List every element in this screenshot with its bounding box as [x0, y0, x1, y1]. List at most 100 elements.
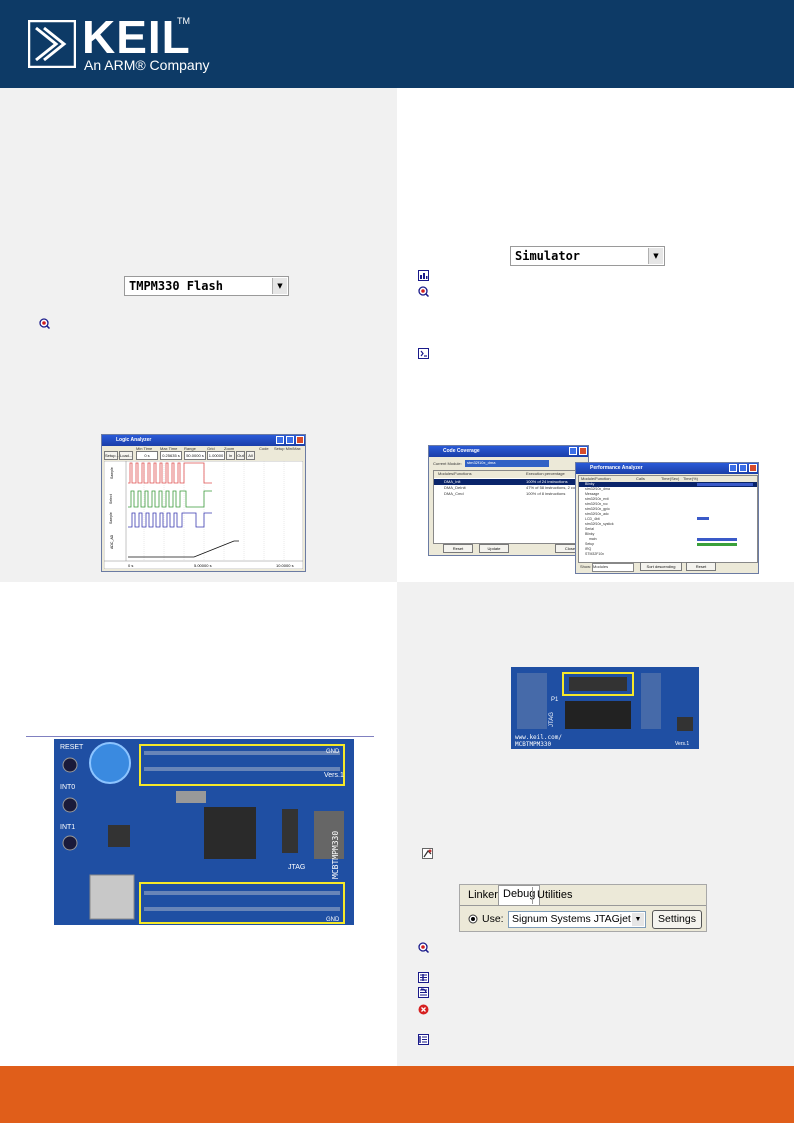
perf-row[interactable]: STM32F10x — [585, 552, 605, 556]
reset-button[interactable]: Reset — [686, 562, 716, 571]
perf-row[interactable]: Serial — [585, 527, 594, 531]
show-select[interactable]: Modules — [592, 563, 634, 572]
debug-session-icon[interactable] — [39, 318, 50, 329]
panel-bottom-right — [397, 582, 794, 1066]
signal-label-2: Select — [109, 494, 113, 504]
step-icon[interactable] — [418, 972, 429, 983]
perf-row[interactable]: main — [589, 537, 597, 541]
row-pct: 100% of 8 instructions — [526, 491, 566, 496]
chevron-down-icon: ▼ — [632, 913, 644, 926]
min-time-value: 0 s — [136, 451, 158, 460]
update-button[interactable]: Update — [479, 544, 509, 553]
tab-divider — [460, 905, 706, 906]
perf-row[interactable]: Blinky — [585, 532, 595, 536]
table-row[interactable]: DMA_DeInit 47% of 58 instructions, 2 con… — [434, 485, 586, 491]
help-icon[interactable] — [569, 447, 577, 455]
range-value: 50.0000 s — [184, 451, 206, 460]
perf-row[interactable]: stm32f10x_exti — [585, 497, 609, 501]
performance-analyzer-titlebar: Performance Analyzer — [576, 463, 758, 474]
debug-session-icon[interactable] — [418, 942, 429, 953]
close-icon[interactable] — [296, 436, 304, 444]
row-name: DMA_Init — [444, 479, 461, 484]
device-select[interactable]: TMPM330 Flash ▼ — [124, 276, 289, 296]
reset-button[interactable]: Reset — [443, 544, 473, 553]
perf-row[interactable]: Message — [585, 492, 600, 496]
performance-analyzer-icon[interactable] — [418, 270, 429, 281]
perf-row[interactable]: stm32f10x_rcc — [585, 502, 608, 506]
board-photo: RESET INT0 INT1 JTAG Vers.1 MCBTMPM330 G… — [54, 739, 354, 925]
current-module-select[interactable]: stm32f10x_dma — [465, 460, 549, 467]
close-icon[interactable] — [579, 447, 587, 455]
signal-label-1: Sample — [110, 467, 114, 479]
sort-descending-button[interactable]: Sort descending — [640, 562, 682, 571]
footer-bar — [0, 1066, 794, 1123]
logic-analyzer-titlebar: Logic Analyzer — [102, 435, 305, 446]
step-over-icon[interactable] — [418, 987, 429, 998]
signal-label-3: Sample — [109, 512, 113, 524]
perf-row[interactable]: Blinky — [585, 482, 595, 486]
jtag-label-version: Vers.1 — [675, 741, 689, 747]
show-label: Show: — [580, 564, 592, 569]
target-select-value: Simulator — [515, 249, 581, 263]
minimize-icon[interactable] — [729, 464, 737, 472]
use-radio[interactable] — [468, 914, 478, 924]
col-header-time-pct: Time(%) — [683, 476, 698, 481]
brand-tagline: An ARM® Company — [84, 57, 210, 73]
col-header-calls: Calls — [636, 476, 645, 481]
perf-row[interactable]: LCD_4bit — [585, 517, 600, 521]
table-row[interactable]: DMA_Cmd 100% of 8 instructions — [434, 491, 586, 497]
performance-analyzer-title: Performance Analyzer — [590, 465, 643, 471]
table-row[interactable]: DMA_Init 100% of 24 instructions — [434, 479, 586, 485]
zoom-out-button[interactable]: Out — [236, 451, 245, 460]
tab-utilities[interactable]: Utilities — [532, 887, 576, 904]
debugger-select[interactable]: Signum Systems JTAGjet ▼ — [508, 911, 646, 928]
board-label-int1: INT1 — [60, 824, 75, 831]
chevron-down-icon: ▼ — [648, 248, 663, 264]
axis-end-label: 10.0000 s — [276, 563, 294, 568]
debugger-select-value: Signum Systems JTAGjet — [512, 913, 631, 925]
perf-row[interactable]: IRQ — [585, 547, 592, 551]
load-button[interactable]: Load... — [119, 451, 133, 460]
logic-analyzer-window: Logic Analyzer Min Time Max Time Range G… — [101, 434, 306, 572]
board-label-reset: RESET — [60, 744, 84, 751]
run-to-cursor-icon[interactable] — [418, 1034, 429, 1045]
target-options-icon[interactable] — [422, 848, 433, 859]
logic-analyzer-title: Logic Analyzer — [116, 437, 152, 443]
code-coverage-titlebar: Code Coverage — [429, 446, 588, 457]
stop-icon[interactable] — [418, 1004, 429, 1015]
tab-linker[interactable]: Linker — [468, 889, 498, 901]
label-grid: Grid — [207, 446, 215, 451]
minimize-icon[interactable] — [276, 436, 284, 444]
axis-mid-label: 5.00000 s — [194, 563, 212, 568]
maximize-icon[interactable] — [286, 436, 294, 444]
time-bar — [697, 538, 737, 541]
time-bar — [697, 543, 737, 546]
debug-session-icon[interactable] — [418, 286, 429, 297]
target-select[interactable]: Simulator ▼ — [510, 246, 665, 266]
keil-logo-icon — [28, 20, 76, 68]
performance-table-header — [579, 476, 757, 482]
perf-row[interactable]: stm32f10x_adc — [585, 512, 609, 516]
header-bar: KEIL TM An ARM® Company — [0, 0, 794, 88]
close-icon[interactable] — [749, 464, 757, 472]
code-coverage-icon[interactable] — [418, 348, 429, 359]
setup-button[interactable]: Setup... — [104, 451, 119, 460]
jtag-label-url: www.keil.com/ — [515, 734, 562, 741]
zoom-in-button[interactable]: In — [226, 451, 235, 460]
perf-row[interactable]: stm32f10x_gpio — [585, 507, 610, 511]
settings-button[interactable]: Settings — [652, 910, 702, 929]
board-label-jtag: JTAG — [288, 864, 305, 871]
board-label-version: Vers.1 — [324, 772, 344, 779]
perf-row[interactable]: stm32f10x_dma — [585, 487, 610, 491]
tab-debug[interactable]: Debug — [498, 885, 541, 905]
label-max-time: Max Time — [160, 446, 178, 451]
divider-line — [26, 736, 374, 737]
signal-label-4: ADC_AD — [110, 534, 114, 549]
options-dialog-tabs: Linker Debug Utilities Use: Signum Syste… — [459, 884, 707, 932]
maximize-icon[interactable] — [739, 464, 747, 472]
jtag-label-board: MCBTMPM330 — [515, 741, 552, 748]
zoom-all-button[interactable]: All — [246, 451, 255, 460]
perf-row[interactable]: stm32f10x_systick — [585, 522, 614, 526]
perf-row[interactable]: Setup — [585, 542, 595, 546]
jtag-board-photo: P1 JTAG www.keil.com/ MCBTMPM330 Vers.1 — [511, 667, 699, 749]
